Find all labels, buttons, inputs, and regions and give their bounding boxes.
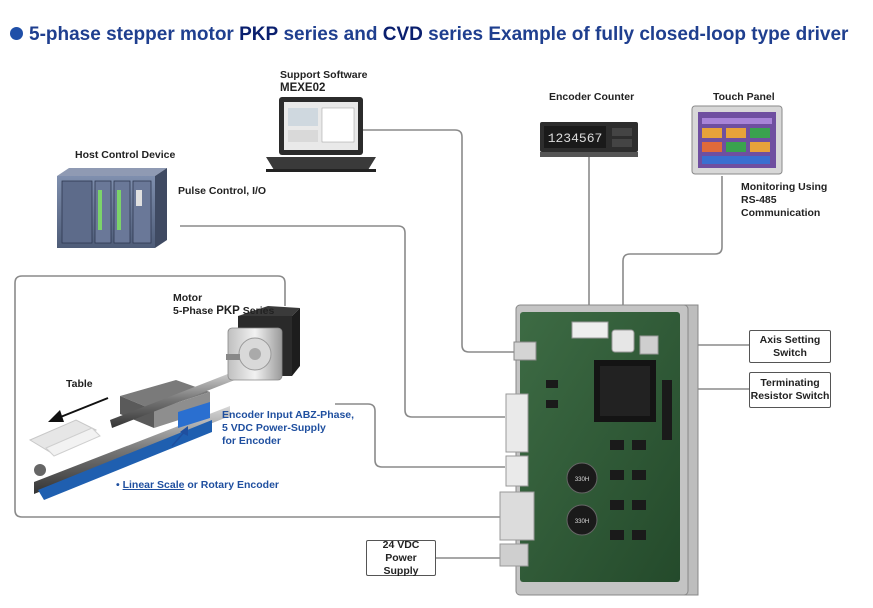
plc-icon [57, 168, 167, 248]
table-label: Table [66, 378, 93, 390]
encoder-input-label: Encoder Input ABZ-Phase, 5 VDC Power-Sup… [222, 409, 355, 447]
encoder-pointer-icon [171, 426, 188, 447]
line-encoder [335, 403, 505, 468]
connection-lines [14, 129, 749, 559]
monitoring-label: Monitoring Using RS-485 Communication [741, 181, 828, 219]
stepper-motor-icon [226, 306, 300, 381]
host-control-label: Host Control Device [75, 149, 176, 161]
motor-label: Motor 5-Phase PKP Series [173, 292, 275, 317]
series-cvd: CVD [382, 24, 423, 45]
table-arrow-icon [48, 397, 109, 422]
power-supply-box: 24 VDC Power Supply [366, 539, 436, 577]
bullet-dot-icon [10, 27, 23, 40]
counter-display-text: 1234567 [548, 131, 603, 146]
linear-stage-icon [28, 370, 240, 500]
encoder-counter-icon [540, 122, 638, 157]
terminating-resistor-switch-box: Terminating Resistor Switch [749, 372, 831, 408]
touch-panel-icon [691, 105, 783, 175]
line-panel [622, 176, 723, 330]
support-software-label: Support Software [280, 69, 368, 81]
capacitor-label-1: 330H [575, 477, 589, 483]
software-name-label: MEXE02 [280, 82, 326, 94]
encoder-counter-label: Encoder Counter [549, 91, 635, 103]
line-software [360, 129, 520, 353]
series-pkp: PKP [239, 24, 279, 45]
axis-setting-switch-box: Axis Setting Switch [749, 330, 831, 363]
page-title: 5-phase stepper motor PKP series and CVD… [10, 24, 848, 46]
linear-scale-link[interactable]: Linear Scale [122, 479, 185, 491]
touch-panel-label: Touch Panel [713, 91, 775, 103]
line-motor [14, 275, 505, 518]
line-host [180, 225, 505, 418]
laptop-icon [266, 97, 376, 172]
pulse-control-label: Pulse Control, I/O [178, 185, 267, 197]
linear-scale-label: • Linear Scale or Rotary Encoder [116, 479, 279, 491]
capacitor-label-2: 330H [575, 519, 589, 525]
driver-board-icon [499, 304, 699, 596]
